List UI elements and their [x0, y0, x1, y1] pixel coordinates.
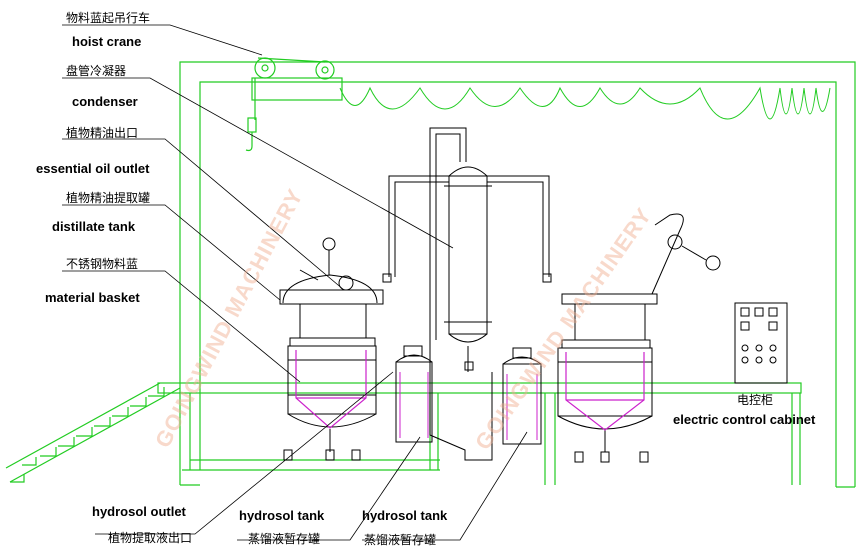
oil-outlet-cn-label: 植物精油出口 — [66, 126, 139, 140]
hoist-crane-cn-label: 物料蓝起吊行车 — [66, 11, 151, 25]
hoist-crane-en-label: hoist crane — [72, 34, 142, 49]
material-basket-2 — [565, 352, 645, 431]
distillate-tank-cn-label: 植物精油提取罐 — [66, 191, 151, 205]
material-basket-cn-label: 不锈钢物料蓝 — [66, 257, 139, 271]
hydrosol-outlet-cn-label: 植物提取液出口 — [108, 531, 193, 545]
distillate-tank — [279, 237, 384, 452]
control-cabinet-en-label: electric control cabinet — [673, 412, 816, 427]
hydrosol-tank-1-en-label: hydrosol tank — [239, 508, 325, 523]
condenser-en-label: condenser — [72, 94, 138, 109]
control-cabinet-cn-label: 电控柜 — [737, 393, 774, 407]
hydrosol-tank-2-cn-label: 蒸馏液暂存罐 — [364, 533, 437, 547]
hydrosol-tank-2 — [502, 347, 542, 445]
condenser-column — [388, 127, 550, 461]
valves — [283, 273, 649, 463]
distillate-tank-en-label: distillate tank — [52, 219, 136, 234]
tank-levels — [399, 372, 538, 440]
stairs — [5, 382, 181, 483]
hydrosol-tank-2-en-label: hydrosol tank — [362, 508, 448, 523]
leader-lines — [62, 24, 528, 541]
hydrosol-tank-1-cn-label: 蒸馏液暂存罐 — [248, 532, 321, 546]
hanging-cable — [339, 86, 831, 120]
oil-outlet-en-label: essential oil outlet — [36, 161, 150, 176]
material-basket-1 — [295, 350, 367, 429]
hoist-trolley — [245, 57, 343, 152]
condenser-cn-label: 盘管冷凝器 — [66, 64, 127, 78]
hydrosol-outlet-en-label: hydrosol outlet — [92, 504, 186, 519]
hydrosol-tank-1 — [395, 345, 433, 443]
control-cabinet — [734, 302, 788, 384]
material-basket-en-label: material basket — [45, 290, 140, 305]
extraction-tank-2 — [557, 213, 721, 452]
